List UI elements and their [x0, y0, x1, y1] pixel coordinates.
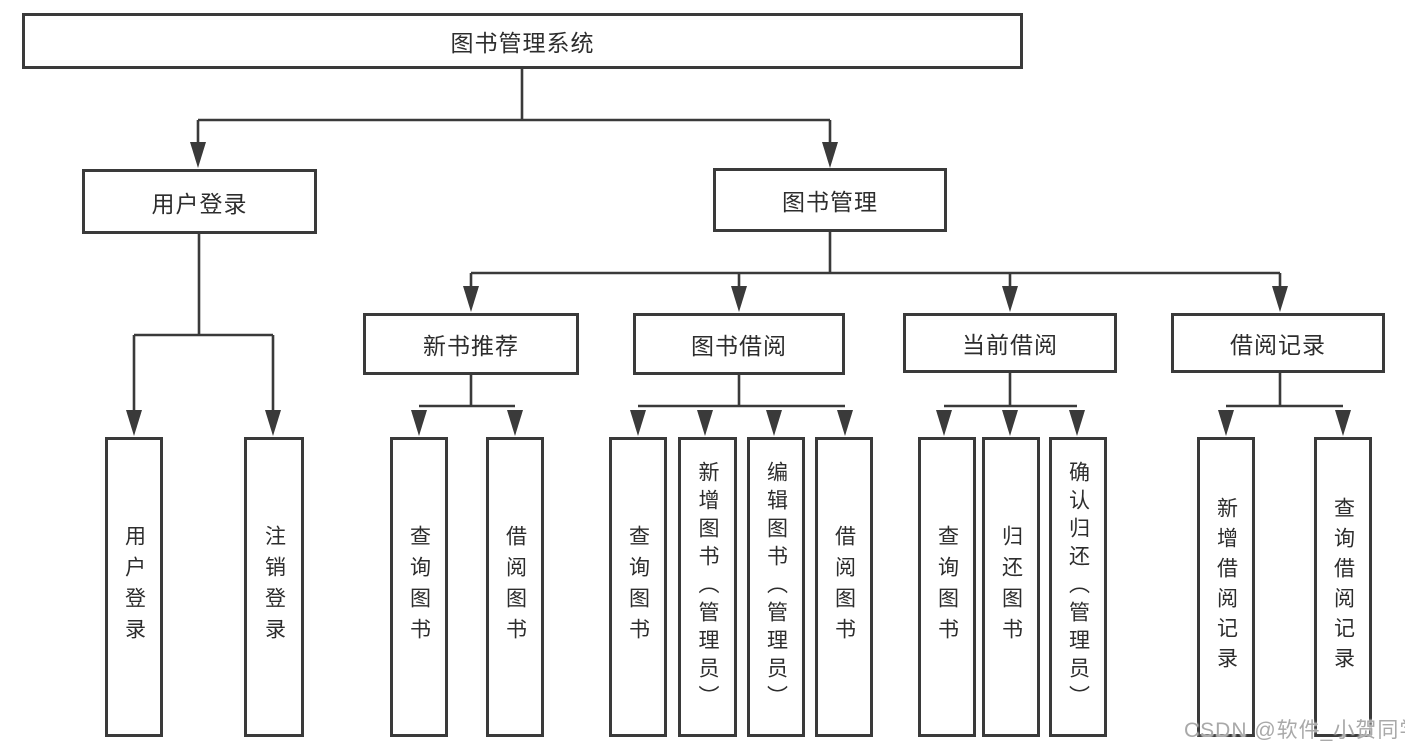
node-new-book-recommend-label: 新书推荐 [423, 333, 519, 359]
leaf-confirm-return-admin-label: 确认归还（管理员） [1066, 461, 1090, 713]
leaf-query-books-borrow-label: 查询图书 [626, 525, 650, 649]
node-current-borrow-label: 当前借阅 [962, 332, 1058, 358]
leaf-add-books-admin: 新增图书（管理员） [678, 437, 737, 737]
leaf-add-borrow-record-label: 新增借阅记录 [1214, 497, 1238, 677]
leaf-borrow-books-recommend-label: 借阅图书 [503, 525, 527, 649]
leaf-query-borrow-record: 查询借阅记录 [1314, 437, 1372, 737]
node-borrow-records: 借阅记录 [1171, 313, 1385, 373]
leaf-logout-label: 注销登录 [262, 525, 286, 649]
node-new-book-recommend: 新书推荐 [363, 313, 579, 375]
leaf-query-books-recommend: 查询图书 [390, 437, 448, 737]
leaf-logout: 注销登录 [244, 437, 304, 737]
node-book-borrow: 图书借阅 [633, 313, 845, 375]
node-user-login-label: 用户登录 [151, 190, 248, 217]
node-book-management-label: 图书管理 [782, 189, 878, 215]
node-borrow-records-label: 借阅记录 [1230, 332, 1326, 358]
leaf-return-books: 归还图书 [982, 437, 1040, 737]
node-root-label: 图书管理系统 [450, 30, 595, 56]
node-current-borrow: 当前借阅 [903, 313, 1117, 373]
leaf-query-books-borrow: 查询图书 [609, 437, 667, 737]
leaf-user-login-label: 用户登录 [122, 525, 146, 649]
leaf-borrow-books-label: 借阅图书 [832, 525, 856, 649]
leaf-return-books-label: 归还图书 [999, 525, 1023, 649]
leaf-query-books-current: 查询图书 [918, 437, 976, 737]
leaf-user-login: 用户登录 [105, 437, 163, 737]
leaf-borrow-books-recommend: 借阅图书 [486, 437, 544, 737]
node-user-login: 用户登录 [82, 169, 317, 234]
leaf-query-books-recommend-label: 查询图书 [407, 525, 431, 649]
leaf-query-borrow-record-label: 查询借阅记录 [1331, 497, 1355, 677]
csdn-watermark: CSDN @软件_小贺同学 [1184, 719, 1405, 742]
node-root-system: 图书管理系统 [22, 13, 1023, 69]
leaf-borrow-books: 借阅图书 [815, 437, 873, 737]
leaf-add-books-admin-label: 新增图书（管理员） [696, 461, 719, 713]
leaf-confirm-return-admin: 确认归还（管理员） [1049, 437, 1107, 737]
arrowheads [126, 142, 1351, 436]
leaf-edit-books-admin: 编辑图书（管理员） [747, 437, 805, 737]
leaf-add-borrow-record: 新增借阅记录 [1197, 437, 1255, 737]
leaf-query-books-current-label: 查询图书 [935, 525, 959, 649]
node-book-management: 图书管理 [713, 168, 947, 232]
node-book-borrow-label: 图书借阅 [691, 333, 787, 359]
leaf-edit-books-admin-label: 编辑图书（管理员） [764, 461, 788, 713]
